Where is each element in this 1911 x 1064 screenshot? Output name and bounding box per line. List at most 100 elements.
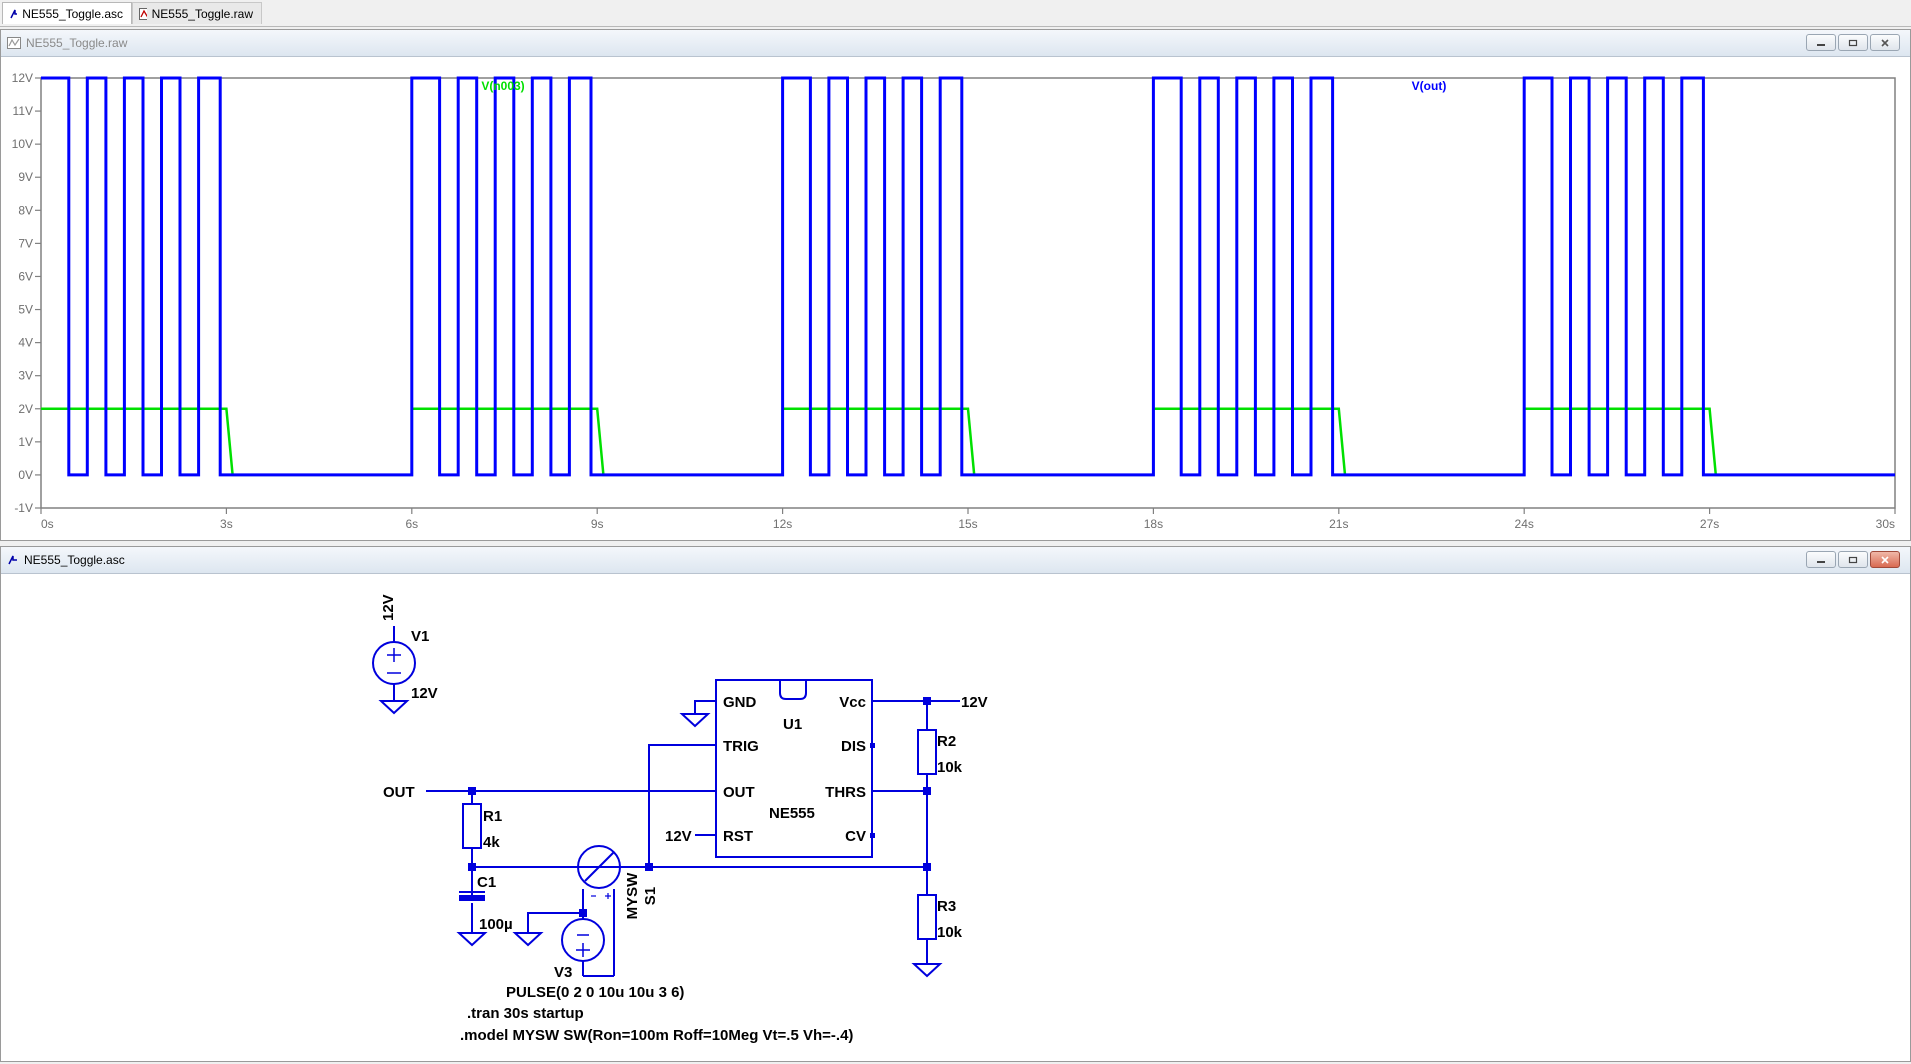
y-tick-label: 6V xyxy=(18,269,33,283)
r2-symbol[interactable] xyxy=(917,729,937,775)
pin-rst: RST xyxy=(723,828,753,845)
y-tick-label: 5V xyxy=(18,303,33,317)
series-line-vout xyxy=(41,76,1895,477)
ground-symbol xyxy=(378,700,410,715)
y-tick-label: 9V xyxy=(18,170,33,184)
minimize-icon xyxy=(1817,43,1825,46)
legend-vn003: V(n003) xyxy=(481,79,524,93)
r1-symbol[interactable] xyxy=(462,803,482,849)
ground-symbol xyxy=(679,713,711,728)
v1-value: 12V xyxy=(411,685,438,702)
plot-frame xyxy=(40,77,1896,509)
x-tick-label: 21s xyxy=(1329,517,1348,531)
pin-dis: DIS xyxy=(841,738,866,755)
pin-thrs: THRS xyxy=(825,784,866,801)
v1-name: V1 xyxy=(411,628,429,645)
y-tick-label: -1V xyxy=(14,501,33,515)
pin-out: OUT xyxy=(723,784,755,801)
r1-value: 4k xyxy=(483,834,500,851)
ground-symbol xyxy=(456,932,488,947)
u1-name: U1 xyxy=(783,716,802,733)
schematic-window-titlebar: NE555_Toggle.asc xyxy=(1,547,1910,574)
r2-value: 10k xyxy=(937,759,963,776)
rst-net-label: 12V xyxy=(665,828,692,845)
maximize-button[interactable] xyxy=(1838,34,1868,51)
tab-label: NE555_Toggle.asc xyxy=(22,6,123,21)
x-tick-label: 30s xyxy=(1876,517,1895,531)
document-tab-bar: NE555_Toggle.asc NE555_Toggle.raw xyxy=(0,0,1911,27)
close-icon xyxy=(1881,38,1889,47)
r3-name: R3 xyxy=(937,898,956,915)
y-tick-label: 12V xyxy=(12,71,33,85)
legend-vout: V(out) xyxy=(1412,79,1447,93)
v1-net-label: 12V xyxy=(380,594,397,621)
ground-symbol xyxy=(911,963,943,978)
x-tick-label: 27s xyxy=(1700,517,1719,531)
s1-symbol[interactable] xyxy=(577,845,621,889)
waveform-window-titlebar: NE555_Toggle.raw xyxy=(1,30,1910,57)
y-tick-label: 10V xyxy=(12,137,33,151)
r3-symbol[interactable] xyxy=(917,894,937,940)
y-tick-label: 1V xyxy=(18,435,33,449)
schematic-icon xyxy=(8,555,17,565)
pin-cv: CV xyxy=(845,828,866,845)
tab-waveform[interactable]: NE555_Toggle.raw xyxy=(132,2,262,24)
pin-gnd: GND xyxy=(723,694,757,711)
x-tick-label: 0s xyxy=(41,517,54,531)
y-tick-label: 4V xyxy=(18,336,33,350)
c1-symbol[interactable] xyxy=(459,895,485,901)
y-tick-label: 11V xyxy=(13,104,33,118)
c1-value: 100µ xyxy=(479,916,513,933)
window-title: NE555_Toggle.raw xyxy=(26,36,128,50)
pin-trig: TRIG xyxy=(723,738,759,755)
u1-part: NE555 xyxy=(769,805,815,822)
minimize-icon xyxy=(1817,560,1825,563)
y-tick-label: 2V xyxy=(18,402,33,416)
pin-vcc: Vcc xyxy=(839,694,866,711)
maximize-button[interactable] xyxy=(1838,551,1868,568)
s1-name: S1 xyxy=(642,887,659,905)
window-title: NE555_Toggle.asc xyxy=(24,553,125,567)
minimize-button[interactable] xyxy=(1806,34,1836,51)
y-tick-label: 8V xyxy=(18,203,33,217)
close-button[interactable] xyxy=(1870,551,1900,568)
v3-name: V3 xyxy=(554,964,572,981)
waveform-plot[interactable]: 12V 11V 10V 9V 8V 7V 6V 5V 4V 3V 2V 1V 0V -1V 0s 3s 6s 9s… xyxy=(1,56,1910,540)
tran-directive[interactable]: .tran 30s startup xyxy=(467,1005,584,1022)
r1-name: R1 xyxy=(483,808,502,825)
s1-model: MYSW xyxy=(624,872,641,920)
r3-value: 10k xyxy=(937,924,963,941)
out-net-label: OUT xyxy=(383,784,415,801)
schematic-icon xyxy=(10,9,18,18)
tab-schematic[interactable]: NE555_Toggle.asc xyxy=(2,2,132,24)
y-tick-label: 0V xyxy=(18,468,33,482)
vcc-net-label: 12V xyxy=(961,694,988,711)
ground-symbol xyxy=(512,932,544,947)
schematic-window: NE555_Toggle.asc xyxy=(0,546,1911,1062)
waveform-icon xyxy=(7,37,21,49)
restore-icon xyxy=(1848,556,1858,563)
r2-name: R2 xyxy=(937,733,956,750)
v3-value: PULSE(0 2 0 10u 10u 3 6) xyxy=(506,984,684,1001)
restore-icon xyxy=(1848,39,1858,46)
x-tick-label: 12s xyxy=(773,517,792,531)
tab-label: NE555_Toggle.raw xyxy=(151,6,253,21)
u1-body[interactable] xyxy=(715,679,873,858)
x-tick-label: 3s xyxy=(220,517,233,531)
minimize-button[interactable] xyxy=(1806,551,1836,568)
close-button[interactable] xyxy=(1870,34,1900,51)
x-tick-label: 6s xyxy=(405,517,418,531)
c1-name: C1 xyxy=(477,874,496,891)
waveform-window: NE555_Toggle.raw 12V 11V 10V 9V 8V 7V 6V 5V 4V 3V… xyxy=(0,29,1911,541)
y-tick-label: 3V xyxy=(18,369,33,383)
y-tick-label: 7V xyxy=(18,236,33,250)
x-tick-label: 9s xyxy=(591,517,604,531)
x-tick-label: 18s xyxy=(1144,517,1163,531)
x-tick-label: 24s xyxy=(1515,517,1534,531)
waveform-icon xyxy=(139,7,147,20)
close-icon xyxy=(1881,555,1889,564)
x-tick-label: 15s xyxy=(958,517,977,531)
model-directive[interactable]: .model MYSW SW(Ron=100m Roff=10Meg Vt=.5… xyxy=(460,1027,853,1044)
schematic-canvas[interactable]: 12V V1 12V GND TRIG OUT RST Vcc DIS THRS… xyxy=(1,573,1910,1061)
u1-notch xyxy=(779,680,807,700)
